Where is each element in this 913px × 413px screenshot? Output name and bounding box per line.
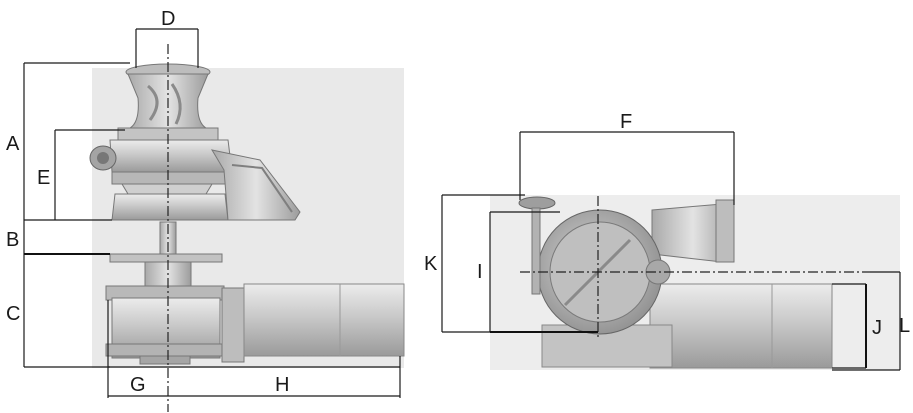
label-C: C [6,303,20,325]
clutch-handle [518,196,556,295]
top-motor [541,283,833,369]
motor [243,283,405,357]
dimension-lines-top [441,131,901,371]
label-G: G [130,374,146,396]
gearbox [89,127,233,221]
dimension-lines-side [23,28,401,398]
label-A: A [6,133,20,155]
side-view: D A E B C G H [6,8,405,412]
label-I: I [477,261,483,283]
label-D: D [161,8,175,30]
deck-flange [109,253,223,263]
label-K: K [424,253,438,275]
label-E: E [37,167,50,189]
top-chain-pipe [651,199,735,263]
label-J: J [872,317,882,339]
label-H: H [275,374,289,396]
label-F: F [620,111,632,133]
top-view: F K I J L [424,111,910,371]
chain-pipe [210,149,301,221]
lower-gearbox [105,285,245,365]
label-B: B [6,229,19,251]
label-L: L [899,315,910,337]
